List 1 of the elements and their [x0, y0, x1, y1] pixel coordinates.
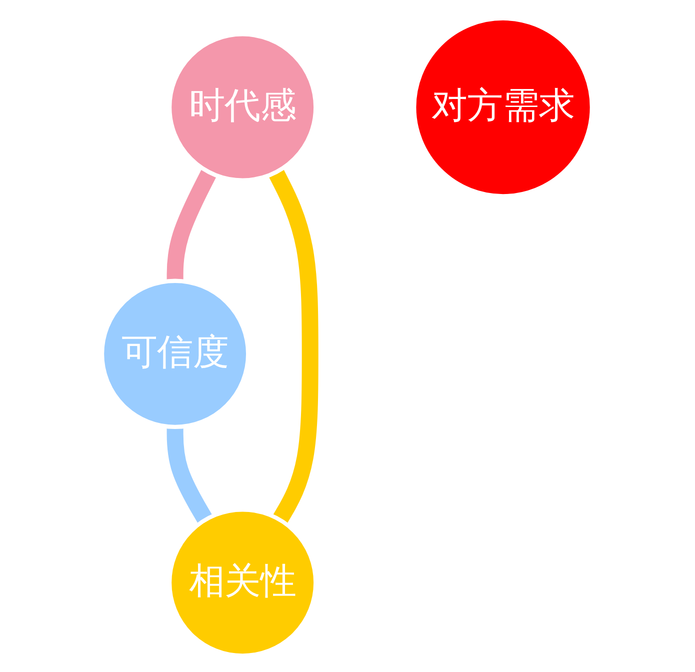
connector: [268, 168, 318, 524]
